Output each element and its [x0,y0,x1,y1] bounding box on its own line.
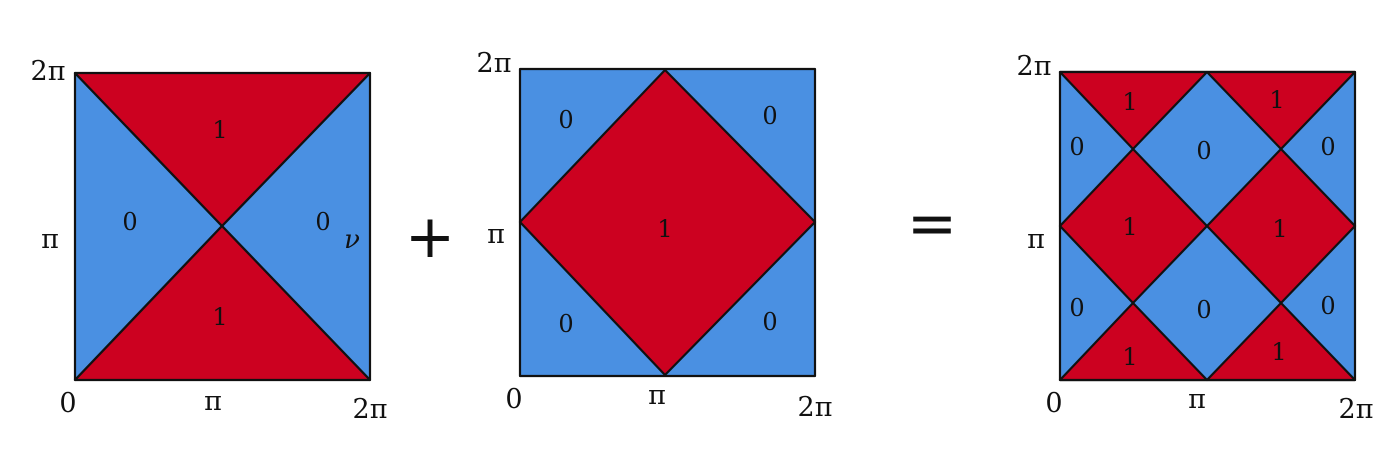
plus-operator: + [405,202,455,272]
panel-3-bottom-right-triangle [1205,301,1357,382]
panel-1-nu-label: ν [344,225,360,255]
panel-2-x-end-label: 2π [798,392,833,423]
panel-2-center-label: 1 [657,215,672,243]
equals-operator: = [907,189,957,259]
panel-3-mid-right-diamond-label: 1 [1272,215,1287,243]
panel-2-y-mid-label: π [487,219,505,250]
panel-3-top-left-triangle [1058,70,1209,151]
panel-3-right-upper-label: 0 [1320,133,1335,161]
panel-3-top-left-tri-label: 1 [1122,88,1137,116]
panel-1-bottom-region [73,224,372,382]
panel-2-bottom-right-label: 0 [762,308,777,336]
panel-1-top-region [73,71,372,228]
panel-1: 1 1 0 0 ν 2π π 0 π 2π [31,56,388,425]
panel-3-mid-left-diamond-label: 1 [1122,213,1137,241]
panel-3-left-upper-label: 0 [1069,133,1084,161]
panel-1-y-top-label: 2π [31,56,66,87]
panel-3-bottom-right-tri-label: 1 [1271,338,1286,366]
panel-3-x-mid-label: π [1188,384,1206,415]
panel-3-center-lower-label: 0 [1196,296,1211,324]
panel-2-bottom-left-label: 0 [558,310,573,338]
panel-2-top-left-label: 0 [558,106,573,134]
panel-3-x-start-label: 0 [1045,388,1062,419]
panel-3-y-top-label: 2π [1017,51,1052,82]
panel-3-bottom-left-tri-label: 1 [1122,343,1137,371]
panel-3-x-end-label: 2π [1339,394,1374,425]
panel-3: 1 1 0 0 0 1 1 0 0 0 1 1 2π π 0 π 2π [1017,51,1374,425]
panel-1-top-region-label: 1 [212,116,227,144]
panel-3-top-right-tri-label: 1 [1269,86,1284,114]
panel-1-x-start-label: 0 [59,388,76,419]
panel-3-top-right-triangle [1205,70,1357,151]
panel-3-left-lower-label: 0 [1069,294,1084,322]
panel-2-center-diamond [518,68,817,377]
panel-1-x-end-label: 2π [353,394,388,425]
panel-1-left-region-label: 0 [122,208,137,236]
panel-1-y-mid-label: π [41,224,59,255]
panel-3-center-upper-label: 0 [1196,137,1211,165]
panel-2-top-right-label: 0 [762,102,777,130]
panel-1-right-region-label: 0 [315,208,330,236]
panel-1-bottom-region-label: 1 [212,303,227,331]
panel-3-y-mid-label: π [1027,224,1045,255]
panel-1-x-mid-label: π [204,386,222,417]
panel-3-right-lower-label: 0 [1320,292,1335,320]
panel-2-x-mid-label: π [648,380,666,411]
panel-2-y-top-label: 2π [477,48,512,79]
panel-2: 1 0 0 0 0 2π π 0 π 2π [477,48,833,423]
panel-2-x-start-label: 0 [505,384,522,415]
panel-3-bottom-left-triangle [1058,301,1209,382]
